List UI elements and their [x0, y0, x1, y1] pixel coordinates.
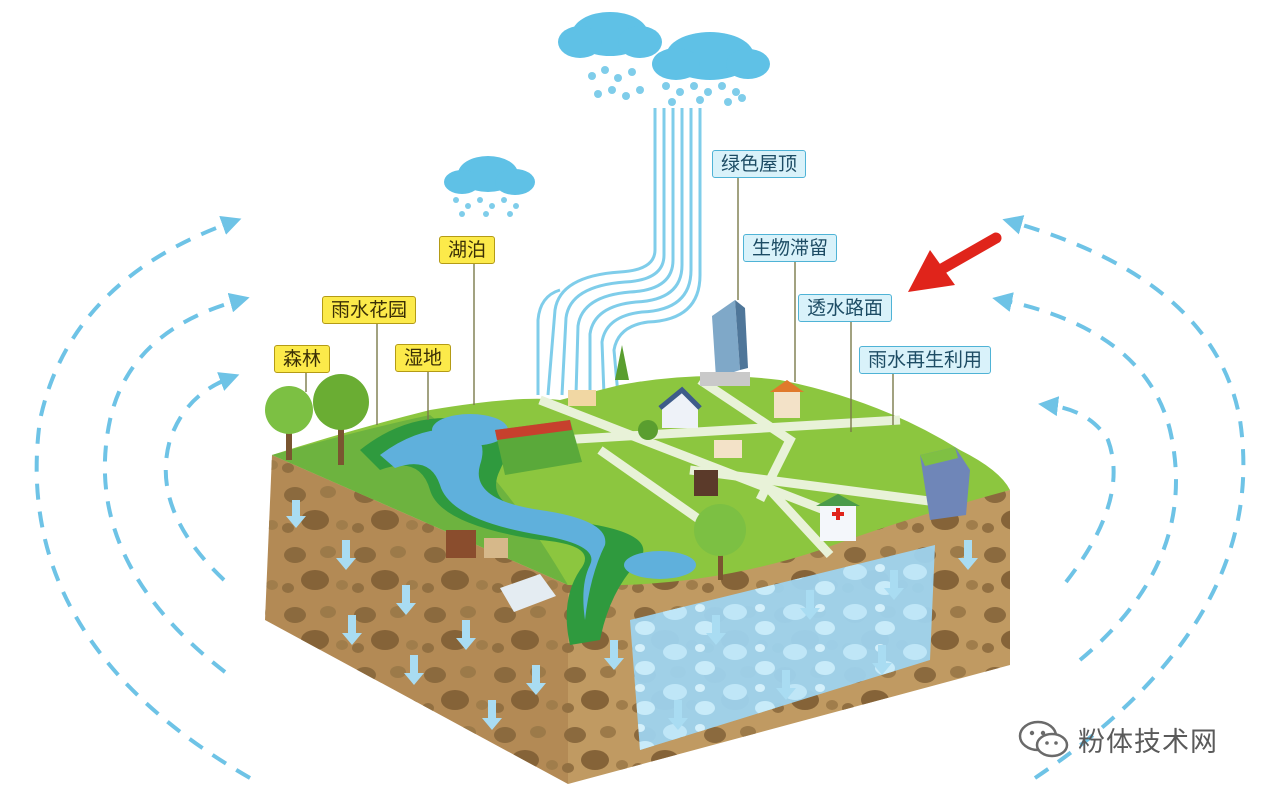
label-rain-garden: 雨水花园	[322, 296, 417, 324]
label-permeable-pavement: 透水路面	[798, 294, 893, 322]
stadium-icon	[495, 420, 582, 475]
church-icon	[658, 386, 702, 428]
tree-icon	[265, 345, 746, 580]
greenhouse-icon	[500, 574, 556, 612]
label-rainwater-reuse: 雨水再生利用	[859, 346, 992, 374]
label-lake: 湖泊	[439, 236, 496, 264]
building-icon	[446, 380, 970, 558]
water-cycle-arrows	[34, 215, 1246, 780]
raindrop-icon	[453, 66, 746, 217]
down-arrow-icon	[286, 500, 978, 730]
label-forest: 森林	[274, 345, 331, 373]
cloud-icon	[444, 12, 770, 195]
label-bioretention: 生物滞留	[743, 234, 838, 262]
label-wetland: 湿地	[395, 344, 452, 372]
label-leader-lines	[305, 178, 894, 432]
watermark-text: 粉体技术网	[1078, 726, 1218, 758]
river	[360, 418, 644, 645]
wechat-icon	[1018, 720, 1069, 758]
rain-streams	[536, 108, 702, 396]
tower-icon	[700, 300, 750, 386]
red-pointer-arrow-icon	[908, 232, 1002, 292]
watermark: 粉体技术网	[1018, 718, 1218, 760]
label-green-roof: 绿色屋顶	[712, 150, 807, 178]
hospital-icon	[816, 494, 860, 541]
